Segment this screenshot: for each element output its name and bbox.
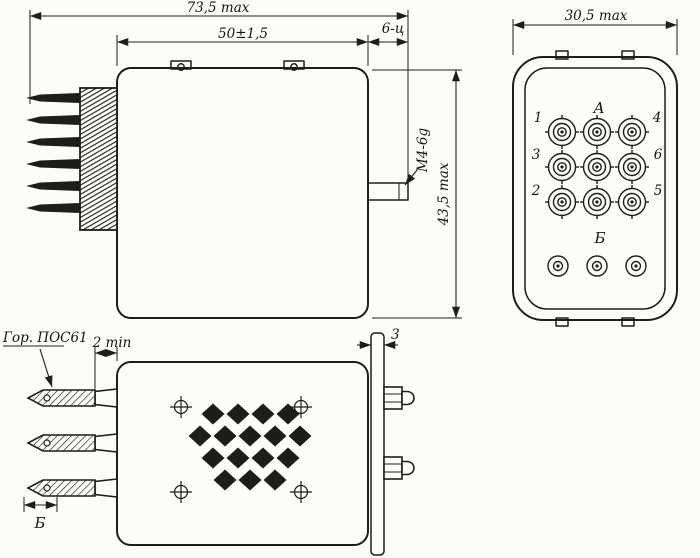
datum-b-label: Б: [33, 514, 45, 532]
solder-lug: [27, 433, 118, 453]
dim-height: 43,5 max: [372, 69, 462, 319]
contact-pin-small: [586, 255, 608, 277]
key-tab: [621, 317, 635, 327]
solder-note: Гор. ПОС61: [2, 330, 88, 388]
mounting-tab-left: [170, 60, 192, 71]
thread-callout: М4-6g: [404, 128, 431, 186]
blade-pin: [26, 115, 80, 125]
contact-pin-small: [625, 255, 647, 277]
datum-b: Б: [23, 497, 58, 532]
dim-flange-thickness: 3: [357, 327, 400, 349]
thread-callout-label: М4-6g: [415, 128, 431, 174]
dim-front-width: 30,5 max: [512, 8, 678, 55]
dim-terminal-label: 2 min: [92, 335, 132, 351]
mounting-stud: [367, 182, 409, 201]
key-tab: [621, 50, 635, 60]
pin-label-5: 5: [654, 183, 663, 199]
pin-label-3: 3: [532, 147, 541, 163]
solder-lug: [27, 478, 118, 498]
pin-label-B: Б: [593, 229, 605, 247]
connector-outer-outline: [512, 56, 678, 321]
contact-pin-1: [544, 114, 580, 150]
contact-pin-4: [614, 114, 650, 150]
flange-stud: [383, 386, 415, 410]
mounting-flange: [370, 332, 385, 556]
side-view: 73,5 max 50±1,5 6-ц: [26, 0, 462, 319]
dim-height-label: 43,5 max: [436, 162, 452, 226]
contact-pin-5: [614, 184, 650, 220]
vent-grille: [188, 403, 312, 491]
dim-flange-thickness-label: 3: [391, 327, 400, 343]
mounting-tab-right: [283, 60, 305, 71]
pin-label-4: 4: [652, 110, 662, 126]
dim-terminal: 2 min: [92, 335, 132, 389]
dim-body-width-label: 50±1,5: [218, 26, 268, 42]
key-tab: [555, 317, 569, 327]
key-tab: [555, 50, 569, 60]
locating-hole: [289, 480, 313, 504]
blade-pin: [26, 137, 80, 147]
contact-pin-2: [544, 184, 580, 220]
terminal-header-block: [79, 87, 118, 231]
solder-lug: [27, 388, 118, 408]
dim-stud-length-label: 6-ц: [382, 21, 405, 37]
dim-overall-width-label: 73,5 max: [187, 0, 250, 16]
contact-pin-A: [579, 114, 615, 150]
relay-body-outline-bottom: [116, 361, 369, 546]
contact-pin-center: [579, 149, 615, 185]
contact-pin-B: [579, 184, 615, 220]
locating-hole: [169, 395, 193, 419]
dim-stud-length: 6-ц: [368, 21, 408, 46]
contact-pin-6: [614, 149, 650, 185]
dim-overall-width: 73,5 max: [29, 0, 409, 181]
dim-front-width-label: 30,5 max: [565, 8, 628, 24]
dim-body-width: 50±1,5: [116, 26, 369, 66]
connector-inner-outline: [524, 67, 666, 310]
contact-pin-small: [547, 255, 569, 277]
front-view: 30,5 max 1 3 2 4 6 5 А Б: [512, 8, 678, 327]
blade-pin: [26, 93, 80, 103]
flange-stud: [383, 456, 415, 480]
solder-note-label: Гор. ПОС61: [2, 330, 88, 346]
pin-label-2: 2: [531, 183, 541, 199]
blade-pin: [26, 159, 80, 169]
locating-hole: [169, 480, 193, 504]
pin-label-6: 6: [654, 147, 663, 163]
blade-pin: [26, 203, 80, 213]
contact-pin-3: [544, 149, 580, 185]
pin-label-A: А: [592, 99, 604, 117]
blade-pin: [26, 181, 80, 191]
relay-body-outline: [116, 67, 369, 319]
bottom-view: Гор. ПОС61 2 min 3: [2, 327, 415, 556]
pin-label-1: 1: [534, 110, 543, 126]
